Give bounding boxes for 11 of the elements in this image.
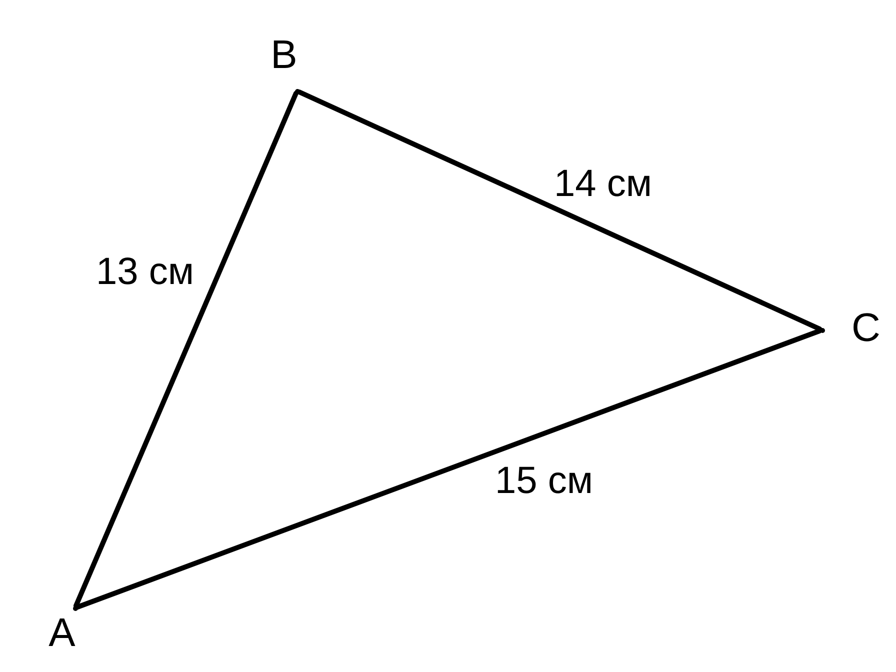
triangle-side xyxy=(73,90,299,608)
side-length-label: 15 см xyxy=(495,462,593,500)
vertex-label: B xyxy=(270,35,298,75)
vertex-label: A xyxy=(48,613,76,653)
vertex-point xyxy=(294,88,300,94)
side-length-label: 14 см xyxy=(554,165,652,203)
side-length-label: 13 см xyxy=(96,253,194,291)
vertex-label: C xyxy=(852,308,880,348)
vertex-point xyxy=(820,328,824,332)
triangle-side xyxy=(296,90,822,332)
triangle-side xyxy=(74,328,822,610)
